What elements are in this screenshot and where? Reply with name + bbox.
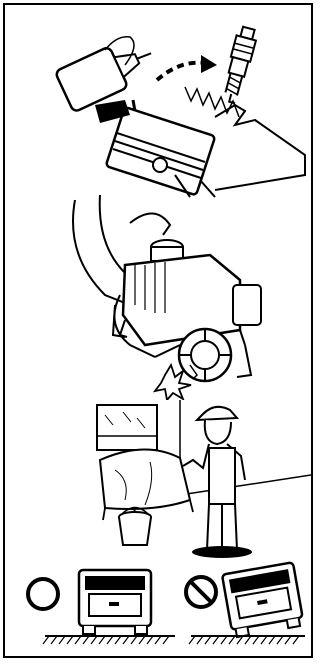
person-icon: [183, 407, 252, 558]
cover-generator-illustration: [5, 400, 311, 560]
circle-ok-icon: [28, 579, 58, 609]
pull-starter-illustration: [5, 195, 311, 400]
oil-bottle-icon: [55, 32, 160, 113]
covered-generator-icon: [100, 449, 193, 520]
generator-icon: [120, 240, 261, 381]
window-icon: [97, 405, 157, 450]
tilted-generator-icon: [222, 562, 304, 638]
manual-page-frame: [3, 3, 313, 658]
storage-orientation-illustration: [5, 560, 311, 656]
prohibited-icon: [186, 577, 216, 607]
piston-cylinder-icon: [95, 100, 305, 197]
remove-arrow-icon: [157, 55, 217, 80]
spark-plug-icon: [220, 26, 259, 105]
bucket-icon: [119, 508, 151, 546]
upright-generator-icon: [79, 570, 151, 634]
oil-into-cylinder-illustration: [5, 5, 311, 200]
